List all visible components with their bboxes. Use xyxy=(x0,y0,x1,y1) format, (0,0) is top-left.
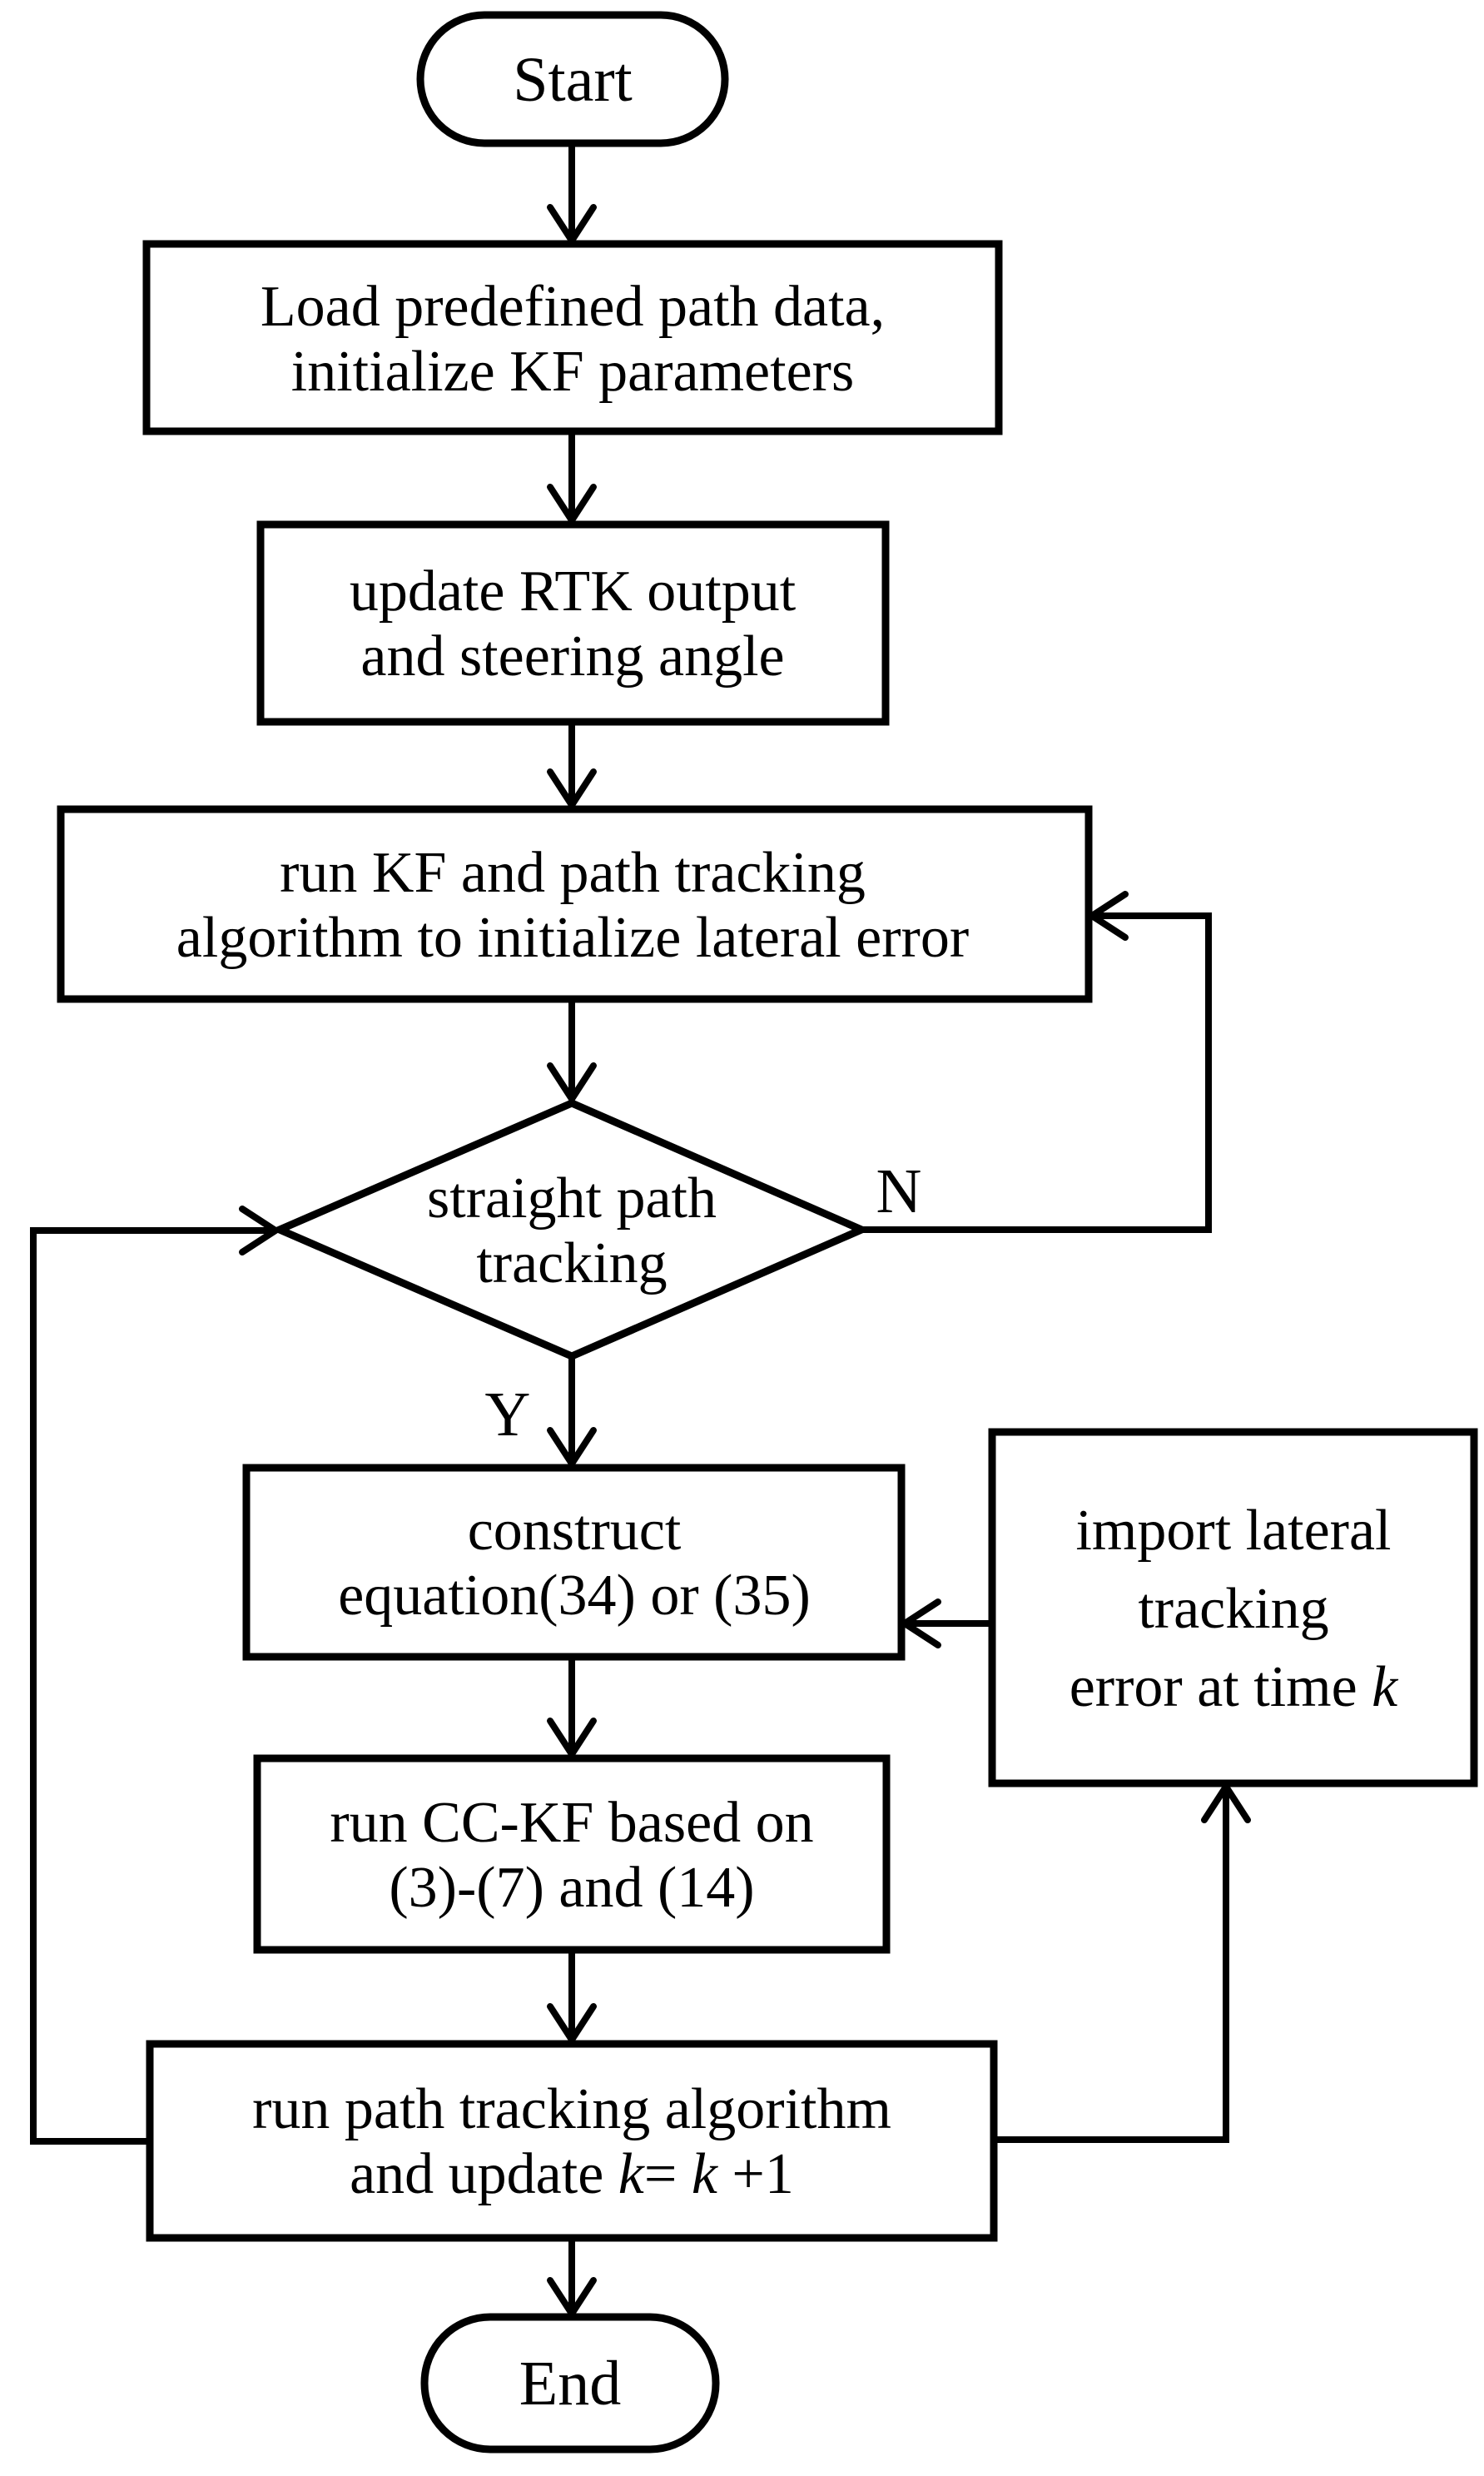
end-label: End xyxy=(519,2349,621,2419)
end-terminator-shape xyxy=(420,2313,720,2454)
node-runkf: run KF and path tracking algorithm to in… xyxy=(57,805,1093,1003)
load-line2: initialize KF parameters xyxy=(291,340,854,404)
node-end: End xyxy=(420,2313,720,2454)
runpath-line2-p1: and update xyxy=(350,2142,618,2206)
update-process-box xyxy=(256,520,890,726)
edge-runpath-loop-to-import xyxy=(994,1780,1251,2143)
runpath-line2-p3: +1 xyxy=(717,2142,794,2206)
cckf-line1: run CC-KF based on xyxy=(330,1791,813,1855)
decision-line2: tracking xyxy=(476,1231,667,1295)
runkf-line1: run KF and path tracking xyxy=(280,841,866,905)
runpath-line2-k2: k xyxy=(692,2142,719,2206)
cckf-line2: (3)-(7) and (14) xyxy=(389,1856,754,1920)
construct-line1: construct xyxy=(468,1499,682,1563)
runkf-process-box xyxy=(57,805,1093,1003)
node-construct: construct equation(34) or (35) xyxy=(242,1464,906,1661)
runpath-line2: and update k= k +1 xyxy=(350,2142,794,2206)
runpath-line1: run path tracking algorithm xyxy=(252,2077,891,2141)
import-line2: tracking xyxy=(1138,1577,1328,1641)
edges xyxy=(30,143,1251,2320)
edge-decision-no-loop-to-runkf xyxy=(861,891,1212,1233)
cckf-process-box xyxy=(253,1754,891,1954)
runpath-line2-k1: k xyxy=(618,2142,646,2206)
update-line2: and steering angle xyxy=(360,624,784,689)
update-line1: update RTK output xyxy=(350,559,797,624)
runpath-process-box xyxy=(146,2040,998,2242)
node-import: import lateral tracking error at time k xyxy=(988,1428,1478,1787)
node-runpath: run path tracking algorithm and update k… xyxy=(146,2040,998,2242)
start-terminator-shape xyxy=(416,11,729,147)
decision-yes-label: Y xyxy=(485,1380,531,1449)
construct-line2: equation(34) or (35) xyxy=(338,1564,811,1628)
node-decision: straight path tracking xyxy=(270,1099,871,1360)
decision-diamond-shape xyxy=(270,1099,871,1360)
import-line1: import lateral xyxy=(1075,1499,1391,1563)
node-load: Load predefined path data, initialize KF… xyxy=(142,240,1003,435)
node-start: Start xyxy=(416,11,729,147)
decision-no-label: N xyxy=(876,1156,922,1226)
load-process-box xyxy=(142,240,1003,435)
import-process-box xyxy=(988,1428,1478,1787)
node-update: update RTK output and steering angle xyxy=(256,520,890,726)
edge-runpath-loop-to-decision xyxy=(30,1206,282,2145)
node-cckf: run CC-KF based on (3)-(7) and (14) xyxy=(253,1754,891,1954)
runkf-line2: algorithm to initialize lateral error xyxy=(176,906,969,970)
import-line3: error at time k xyxy=(1070,1655,1399,1719)
load-line1: Load predefined path data, xyxy=(261,275,885,339)
runpath-line2-p2: = xyxy=(644,2142,692,2206)
start-label: Start xyxy=(513,45,633,115)
import-line3-prefix: error at time xyxy=(1070,1655,1372,1719)
construct-process-box xyxy=(242,1464,906,1661)
import-line3-var-k: k xyxy=(1372,1655,1399,1719)
decision-line1: straight path xyxy=(427,1166,717,1231)
